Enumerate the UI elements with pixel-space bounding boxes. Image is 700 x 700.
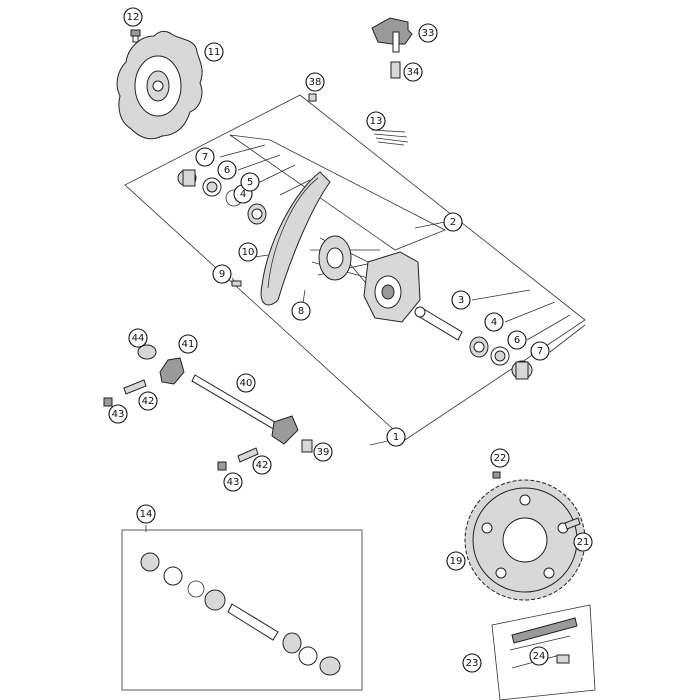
hub-kit-parts-icon — [140, 552, 341, 676]
callout-label: 8 — [298, 306, 304, 317]
axle-icon — [191, 374, 299, 445]
screw-icon — [308, 93, 317, 102]
callout-label: 2 — [450, 217, 456, 228]
callout-label: 6 — [224, 165, 230, 176]
spoke-nipple-icon — [390, 61, 401, 79]
callout-label: 13 — [370, 116, 383, 127]
callout-label: 12 — [127, 12, 140, 23]
callout-2: 2 — [443, 212, 463, 232]
callout-label: 14 — [140, 509, 153, 520]
right-spacer-icon — [511, 360, 533, 380]
callout-6-1: 6 — [217, 160, 237, 180]
callout-label: 39 — [317, 447, 330, 458]
bolt-icon — [130, 29, 141, 43]
callout-3: 3 — [451, 290, 471, 310]
sprocket-bolt-icon — [564, 517, 581, 530]
callout-label: 24 — [533, 651, 546, 662]
callout-label: 42 — [256, 460, 269, 471]
callout-label: 43 — [227, 477, 240, 488]
callout-7-1: 7 — [195, 147, 215, 167]
callout-40: 40 — [236, 373, 256, 393]
callout-43-1: 43 — [108, 404, 128, 424]
callout-22: 22 — [490, 448, 510, 468]
sprocket-nut-icon — [492, 471, 501, 479]
callout-42-1: 42 — [138, 391, 158, 411]
callout-23: 23 — [462, 653, 482, 673]
valve-cap-icon — [371, 17, 413, 53]
callout-24: 24 — [529, 646, 549, 666]
center-spacer-icon — [414, 306, 463, 341]
callout-label: 23 — [466, 658, 479, 669]
callout-19: 19 — [446, 551, 466, 571]
wheel-assembly-outline — [124, 94, 586, 441]
callout-label: 33 — [422, 28, 435, 39]
callout-label: 21 — [577, 537, 590, 548]
callout-41: 41 — [178, 334, 198, 354]
callout-42-2: 42 — [252, 455, 272, 475]
callout-label: 4 — [240, 189, 246, 200]
callout-10: 10 — [238, 242, 258, 262]
callout-label: 22 — [494, 453, 507, 464]
right-bearing-icon — [469, 336, 489, 358]
wheel-rim-icon — [260, 171, 331, 306]
adjuster-bolt-upper-icon — [123, 379, 147, 395]
callout-44: 44 — [128, 328, 148, 348]
callout-13: 13 — [366, 111, 386, 131]
chain-kit-frame — [491, 604, 596, 700]
hub-icon — [310, 235, 421, 323]
callout-11: 11 — [204, 42, 224, 62]
spoke-set-icon — [371, 129, 409, 146]
callout-label: 6 — [514, 335, 520, 346]
callout-label: 11 — [208, 47, 221, 58]
adjuster-bolt-lower-icon — [237, 447, 259, 463]
callout-33: 33 — [418, 23, 438, 43]
callout-label: 5 — [247, 177, 253, 188]
sprocket-icon — [464, 479, 586, 601]
callout-43-2: 43 — [223, 472, 243, 492]
callout-34: 34 — [403, 62, 423, 82]
callout-label: 41 — [182, 339, 195, 350]
callout-39: 39 — [313, 442, 333, 462]
callout-9: 9 — [212, 264, 232, 284]
rim-assembly-outline — [229, 134, 446, 251]
adjuster-nut-lower-icon — [217, 461, 227, 471]
callout-21: 21 — [573, 532, 593, 552]
callout-14: 14 — [136, 504, 156, 524]
adjuster-nut-upper-icon — [103, 397, 113, 407]
callout-label: 7 — [537, 346, 543, 357]
chain-adjuster-icon — [159, 357, 185, 385]
hub-kit-frame — [121, 529, 363, 691]
callout-label: 10 — [242, 247, 255, 258]
callout-label: 34 — [407, 67, 420, 78]
left-bearing-icon — [247, 203, 267, 225]
callout-4-2: 4 — [484, 312, 504, 332]
callout-8: 8 — [291, 301, 311, 321]
callout-7-2: 7 — [530, 341, 550, 361]
callout-38: 38 — [305, 72, 325, 92]
callout-label: 7 — [202, 152, 208, 163]
callout-label: 43 — [112, 409, 125, 420]
callout-label: 9 — [219, 269, 225, 280]
callout-6-2: 6 — [507, 330, 527, 350]
callout-12: 12 — [123, 7, 143, 27]
axle-nut-icon — [137, 344, 157, 360]
plug-icon — [301, 439, 313, 453]
callout-1: 1 — [386, 427, 406, 447]
left-seal-icon — [202, 177, 222, 197]
callout-label: 3 — [458, 295, 464, 306]
callout-label: 1 — [393, 432, 399, 443]
callout-label: 19 — [450, 556, 463, 567]
callout-label: 40 — [240, 378, 253, 389]
callout-label: 38 — [309, 77, 322, 88]
brake-disc-icon — [116, 30, 203, 140]
callout-label: 44 — [132, 333, 145, 344]
callout-label: 4 — [491, 317, 497, 328]
left-spacer-icon — [177, 169, 197, 187]
right-seal-icon — [490, 346, 510, 366]
callout-label: 42 — [142, 396, 155, 407]
callout-5: 5 — [240, 172, 260, 192]
nipple-icon — [231, 280, 242, 287]
